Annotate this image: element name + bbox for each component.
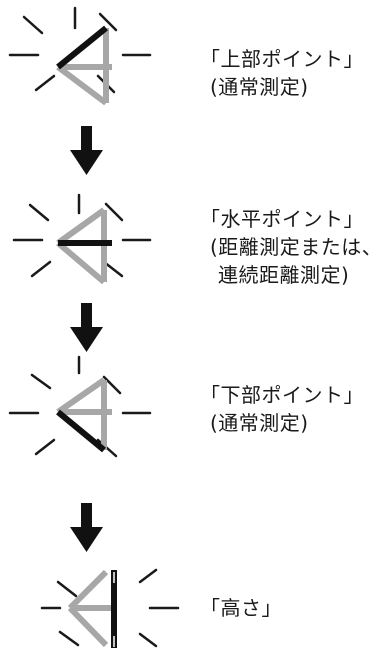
step-1-blink-icon [8, 6, 152, 106]
down-arrow-icon [70, 126, 103, 175]
step-2-title: 「水平ポイント」 [200, 207, 364, 231]
step-3-subtitle: (通常測定) [210, 411, 309, 435]
step-1-title: 「上部ポイント」 [200, 47, 364, 71]
step-4-triangle [67, 569, 117, 648]
step-4-blink-icon [40, 568, 180, 648]
down-arrow-icon [70, 503, 103, 552]
step-2-triangle [56, 207, 112, 285]
step-1-label: 「上部ポイント」 (通常測定) [200, 45, 364, 101]
step-2-subtitle: (距離測定または、 [210, 235, 383, 259]
step-2-blink-icon [12, 193, 152, 285]
step-1-triangle [56, 25, 112, 106]
step-3-label: 「下部ポイント」 (通常測定) [200, 381, 364, 437]
step-1-subtitle: (通常測定) [210, 75, 309, 99]
step-3-title: 「下部ポイント」 [200, 383, 364, 407]
step-4-title: 「高さ」 [200, 596, 282, 620]
down-arrow-icon [70, 303, 103, 352]
step-3-blink-icon [8, 355, 152, 458]
step-4-label: 「高さ」 [200, 594, 282, 622]
step-3-triangle [56, 377, 112, 453]
step-2-label: 「水平ポイント」 (距離測定または、 連続距離測定) [200, 205, 382, 289]
step-2-subtitle-cont: 連続距離測定) [218, 263, 350, 287]
